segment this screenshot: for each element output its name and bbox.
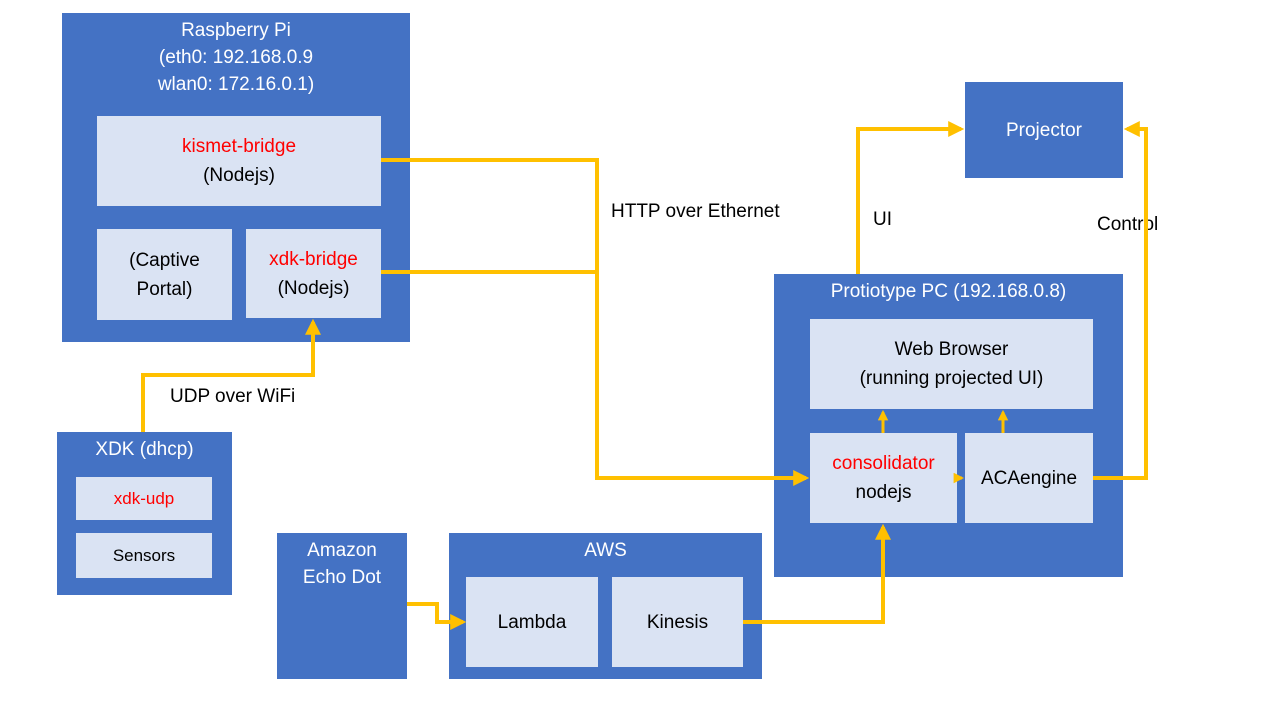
kinesis-box: Kinesis bbox=[612, 577, 743, 667]
xdk-udp-box: xdk-udp bbox=[76, 477, 212, 520]
projector-box: Projector bbox=[965, 82, 1123, 178]
ui-projector-connector bbox=[856, 121, 965, 274]
echo-dot-box: Amazon Echo Dot bbox=[277, 533, 407, 679]
web-browser-line2: (running projected UI) bbox=[859, 368, 1044, 389]
web-browser-box: Web Browser (running projected UI) bbox=[810, 319, 1093, 409]
raspberry-pi-eth0: (eth0: 192.168.0.9 bbox=[158, 47, 314, 68]
udp-over-wifi-label: UDP over WiFi bbox=[170, 386, 296, 407]
captive-portal-line1: (Captive bbox=[129, 249, 200, 271]
control-label: Control bbox=[1097, 214, 1159, 235]
xdk-bridge-name: xdk-bridge bbox=[269, 248, 358, 270]
raspberry-pi-title: Raspberry Pi bbox=[181, 20, 291, 41]
kismet-bridge-name: kismet-bridge bbox=[181, 136, 297, 157]
lambda-box: Lambda bbox=[466, 577, 598, 667]
aws-title: AWS bbox=[584, 540, 627, 561]
lambda-label: Lambda bbox=[497, 611, 567, 633]
consolidator-name: consolidator bbox=[832, 453, 935, 474]
kismet-bridge-box: kismet-bridge (Nodejs) bbox=[97, 116, 381, 206]
ui-label: UI bbox=[873, 209, 892, 230]
xdk-udp-label: xdk-udp bbox=[113, 489, 175, 508]
xdk-bridge-connector bbox=[381, 270, 810, 486]
http-over-ethernet-label: HTTP over Ethernet bbox=[611, 201, 780, 222]
consolidator-box: consolidator nodejs bbox=[810, 433, 957, 523]
web-browser-line1: Web Browser bbox=[894, 339, 1009, 360]
kinesis-label: Kinesis bbox=[646, 611, 709, 633]
raspberry-pi-wlan0: wlan0: 172.16.0.1) bbox=[157, 74, 315, 95]
echo-dot-line1: Amazon bbox=[307, 540, 377, 561]
kismet-bridge-connector bbox=[381, 158, 599, 272]
sensors-box: Sensors bbox=[76, 533, 212, 578]
prototype-pc-title: Protiotype PC (192.168.0.8) bbox=[830, 281, 1067, 302]
captive-portal-line2: Portal) bbox=[136, 278, 193, 300]
aca-engine-label: ACAengine bbox=[980, 467, 1078, 489]
echo-dot-line2: Echo Dot bbox=[302, 567, 382, 588]
kismet-bridge-runtime: (Nodejs) bbox=[203, 165, 275, 186]
projector-title: Projector bbox=[1005, 119, 1083, 141]
xdk-bridge-box: xdk-bridge (Nodejs) bbox=[246, 229, 381, 318]
consolidator-runtime: nodejs bbox=[855, 482, 912, 503]
aca-engine-box: ACAengine bbox=[965, 433, 1093, 523]
captive-portal-box: (Captive Portal) bbox=[97, 229, 232, 320]
xdk-bridge-runtime: (Nodejs) bbox=[277, 277, 350, 299]
xdk-title: XDK (dhcp) bbox=[95, 439, 194, 460]
sensors-label: Sensors bbox=[112, 546, 176, 565]
